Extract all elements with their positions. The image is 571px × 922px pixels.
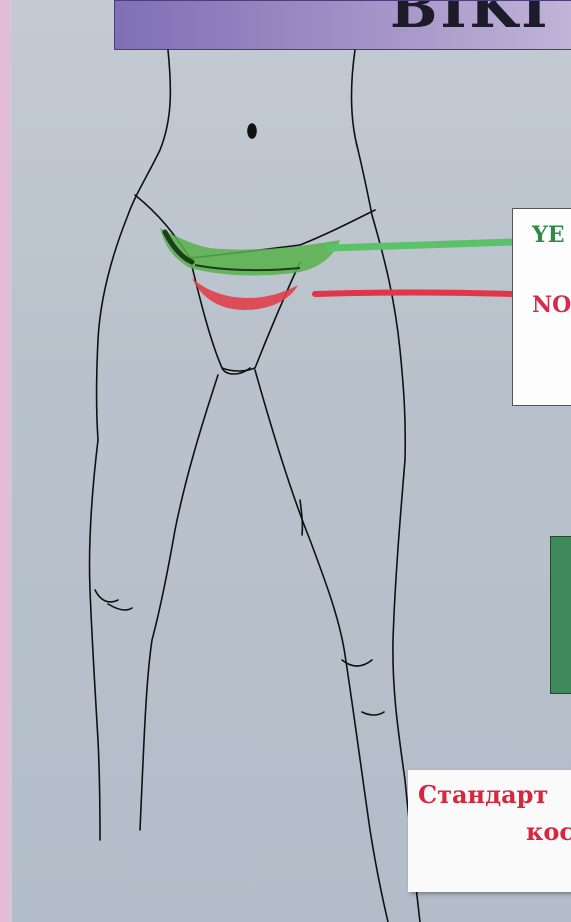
- right-inner-leg: [255, 370, 388, 922]
- left-inner-leg: [140, 375, 218, 830]
- caption-box: Стандарт кос: [408, 770, 571, 892]
- yes-label: YE: [532, 222, 564, 248]
- right-torso-outline: [352, 50, 406, 460]
- yes-leader-line: [330, 242, 512, 248]
- caption-line-2: кос: [526, 817, 571, 846]
- no-leader-line: [315, 293, 512, 295]
- left-outer-leg: [89, 440, 100, 840]
- yes-zone: [160, 228, 340, 275]
- no-label: NO: [532, 292, 571, 318]
- left-torso-outline: [97, 50, 171, 440]
- caption-line-1: Стандарт: [418, 780, 548, 809]
- green-panel: [550, 536, 571, 694]
- navel: [248, 124, 256, 138]
- no-zone: [192, 278, 298, 310]
